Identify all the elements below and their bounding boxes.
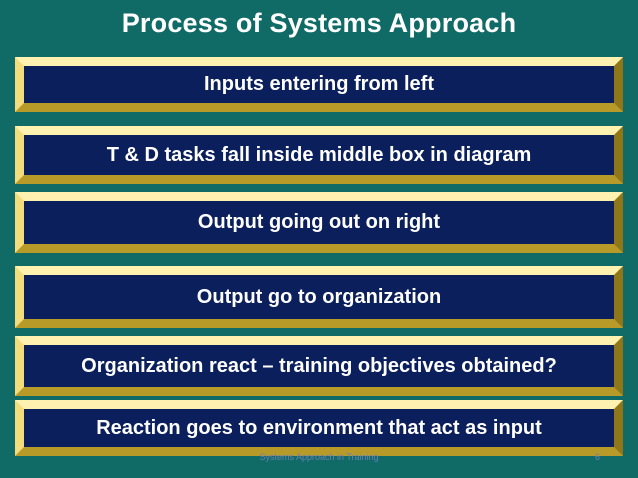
process-box-label: Inputs entering from left [24,66,614,103]
process-box-label: Organization react – training objectives… [24,345,614,387]
slide-title: Process of Systems Approach [121,8,517,38]
process-box-reaction: Reaction goes to environment that act as… [15,400,623,456]
process-box-organization-react: Organization react – training objectives… [15,336,623,396]
process-box-output-right: Output going out on right [15,192,623,253]
page-number: 6 [594,452,600,462]
process-box-label: Reaction goes to environment that act as… [24,409,614,447]
process-box-tasks: T & D tasks fall inside middle box in di… [15,126,623,184]
process-box-label: Output go to organization [24,275,614,319]
process-box-label: Output going out on right [24,201,614,244]
process-box-label: T & D tasks fall inside middle box in di… [24,135,614,175]
process-box-inputs: Inputs entering from left [15,57,623,112]
process-box-output-organization: Output go to organization [15,266,623,328]
slide-footer: Systems Approach in Training [259,452,379,462]
